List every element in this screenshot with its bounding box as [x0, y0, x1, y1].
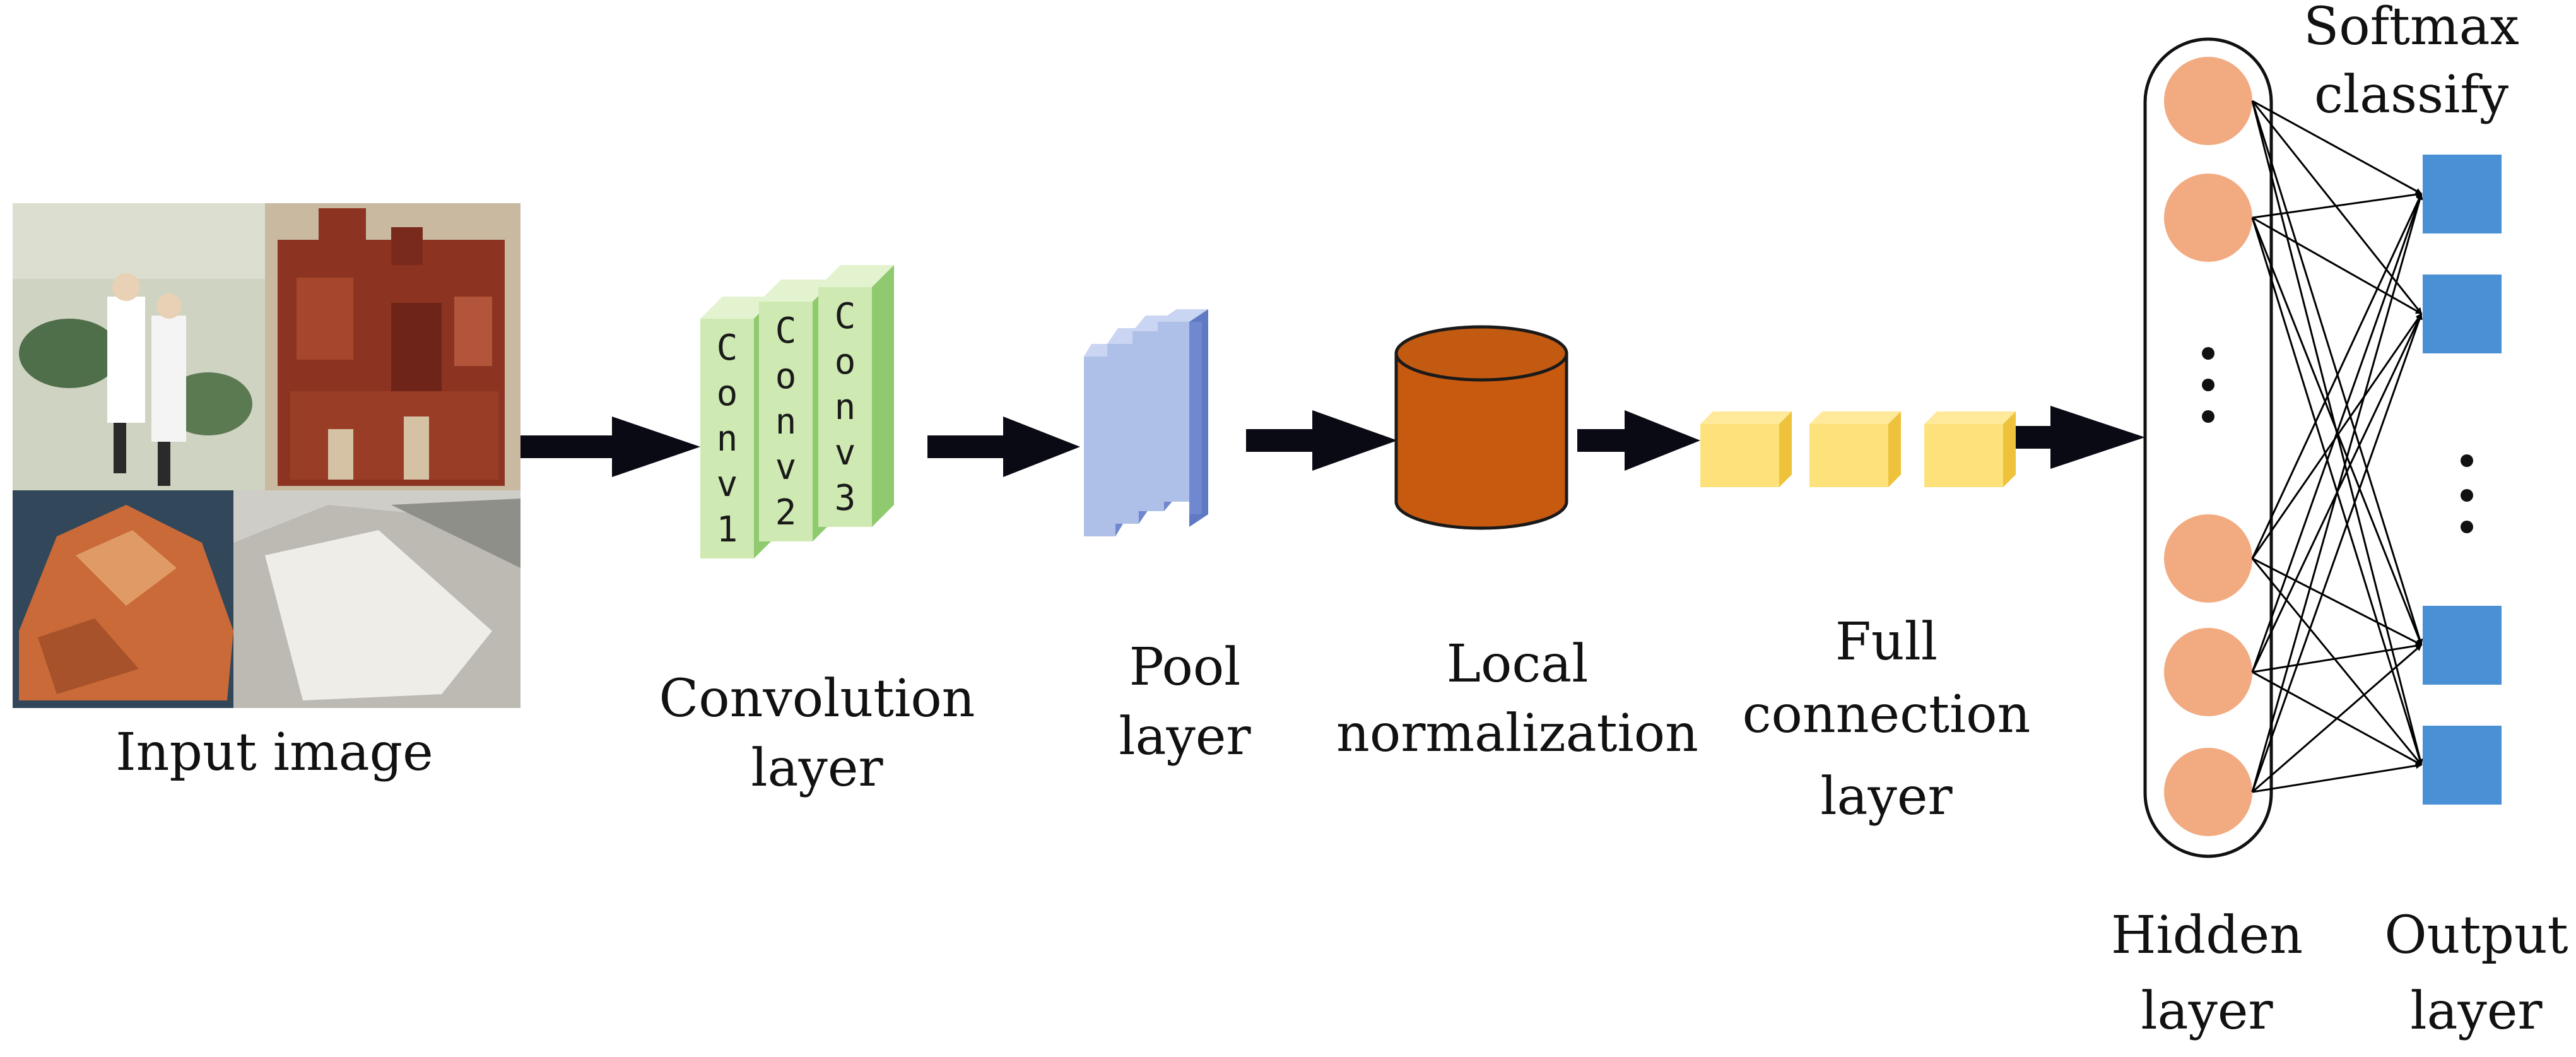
conv-panel-char: C	[775, 310, 797, 351]
cylinder-icon	[1394, 325, 1568, 530]
conv-panel-char: 3	[835, 478, 856, 519]
output-label-line2: layer	[2410, 981, 2543, 1041]
connection-line	[2252, 762, 2422, 793]
conv-panel-char: 1	[717, 509, 738, 550]
pool-panel	[1158, 309, 1208, 527]
dense-connections	[2251, 100, 2423, 793]
softmax-label-line2: classify	[2314, 65, 2509, 125]
output-node	[2423, 155, 2502, 233]
conv-panel-char: o	[835, 341, 856, 382]
output-node	[2423, 275, 2502, 353]
connection-line	[2251, 313, 2423, 559]
arrow-conv-to-pool	[927, 416, 1080, 477]
conv-panel-char: v	[717, 464, 738, 505]
connection-line	[2251, 193, 2423, 793]
output-label-line1: Output	[2384, 906, 2568, 965]
full-label-line2: connection	[1743, 685, 2031, 745]
hidden-node	[2164, 748, 2252, 836]
output-node	[2423, 606, 2502, 685]
connection-line	[2251, 193, 2423, 673]
hidden-node	[2164, 57, 2252, 145]
connection-line	[2252, 191, 2422, 219]
fc-block	[1924, 411, 2016, 487]
connection-line	[2252, 216, 2422, 315]
input-image-label: Input image	[115, 723, 433, 782]
local-label-line1: Local	[1447, 634, 1589, 694]
flow-arrows	[520, 406, 2145, 477]
conv-panel: Conv 3	[818, 265, 894, 527]
connection-line	[2252, 557, 2422, 646]
conv-panel-char: o	[775, 356, 797, 397]
conv-panel-char: n	[835, 387, 856, 428]
connection-line	[2252, 642, 2422, 673]
conv-panel-char: v	[775, 447, 797, 488]
convolution-label-line2: layer	[751, 738, 883, 798]
connection-line	[2252, 644, 2422, 793]
convolution-label-line1: Convolution	[659, 669, 975, 729]
hidden-label-line1: Hidden	[2111, 906, 2303, 965]
pool-label-line2: layer	[1119, 707, 1251, 767]
conv-panel-char: C	[717, 328, 738, 369]
hidden-layer-icon	[2143, 37, 2273, 858]
full-label-line3: layer	[1820, 767, 1953, 827]
hidden-node	[2164, 174, 2252, 262]
conv-panel-char: n	[775, 401, 797, 442]
full-label-line1: Full	[1835, 612, 1938, 672]
conv-panel-char: v	[835, 432, 856, 473]
connection-line	[2251, 193, 2423, 559]
local-label-line2: normalization	[1336, 704, 1698, 764]
hidden-label-line2: layer	[2141, 981, 2273, 1041]
conv-panel-char: 2	[775, 492, 797, 533]
arrow-norm-to-fc	[1577, 410, 1700, 471]
softmax-label-line1: Softmax	[2303, 0, 2519, 57]
vertical-dots-icon	[2461, 454, 2473, 533]
pool-layer-icon	[1084, 309, 1208, 536]
output-node	[2423, 726, 2502, 805]
vertical-dots-icon	[2202, 347, 2214, 423]
hidden-node	[2164, 514, 2252, 603]
arrow-pool-to-norm	[1246, 410, 1397, 471]
conv-panel-char: n	[717, 418, 738, 459]
conv-panel-char: o	[717, 373, 738, 414]
connection-line	[2251, 100, 2423, 646]
fc-block	[1809, 411, 1901, 487]
full-connection-icon	[1700, 411, 2016, 487]
connection-line	[2252, 100, 2422, 195]
conv-panel-char: C	[835, 296, 856, 337]
fc-block	[1700, 411, 1792, 487]
hidden-node	[2164, 628, 2252, 716]
output-layer-icon	[2423, 155, 2502, 805]
pool-label-line1: Pool	[1129, 637, 1241, 697]
connection-line	[2251, 313, 2423, 793]
arrow-fc-to-hidden	[2016, 406, 2145, 469]
connection-line	[2251, 100, 2423, 314]
input-image-icon	[13, 203, 520, 708]
arrow-input-to-conv	[520, 416, 700, 477]
